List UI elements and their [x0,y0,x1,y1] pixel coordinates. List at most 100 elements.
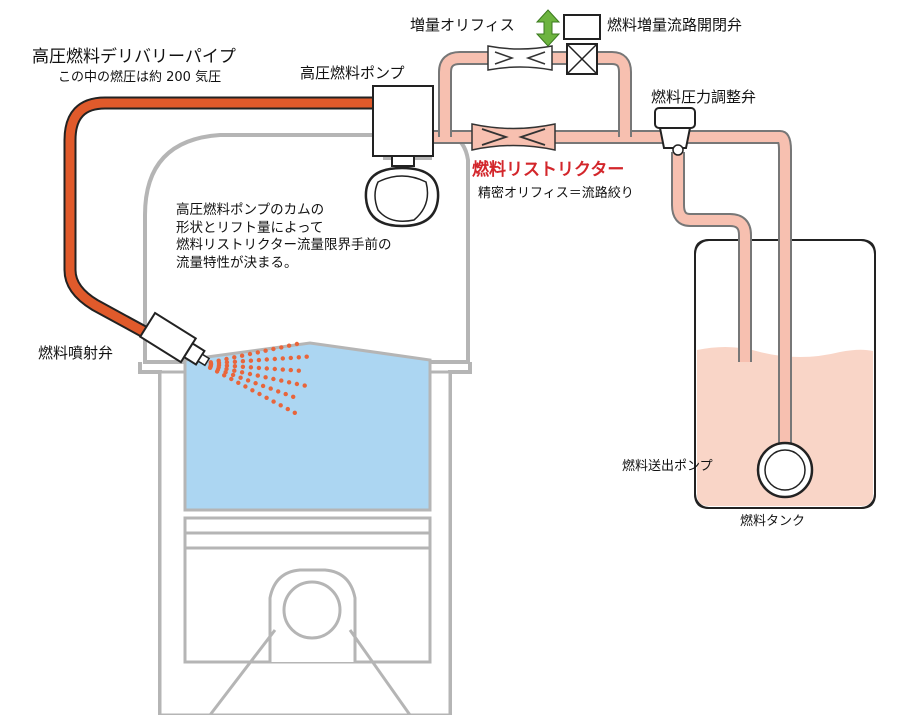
spray-droplet [296,355,301,360]
note-line: 流量特性が決まる。 [176,254,298,271]
fuel-tank-label: 燃料タンク [740,514,806,529]
hp-pump-label: 高圧燃料ポンプ [300,64,405,82]
spray-droplet [243,384,248,389]
fuel-feed-pump-inner [764,449,806,491]
injector-label: 燃料噴射弁 [38,344,114,362]
note-line: 高圧燃料ポンプのカムの [176,202,325,218]
low-pressure-pipes [432,51,792,455]
spray-droplet [236,380,241,385]
connecting-rod-right [348,629,412,715]
spray-droplet [302,383,307,388]
spray-droplet [279,345,284,350]
spray-droplet [283,391,288,397]
spray-droplet [286,343,292,348]
spray-droplet [264,366,269,371]
spray-droplet [238,375,243,380]
spray-droplet [256,365,262,371]
fuel-tank-outline-front [694,239,876,509]
fuel-spray [207,341,309,415]
fuel-injector [138,311,211,367]
spray-droplet [245,378,251,383]
spray-droplet [232,364,238,369]
spray-droplet [296,368,301,373]
spray-droplet [288,355,293,361]
spray-droplet [239,370,245,375]
high-pressure-delivery-pipe-fill [65,98,390,340]
spray-droplet [240,364,246,369]
pressure-regulator-label: 燃料圧力調整弁 [651,88,757,106]
spray-droplet [294,381,300,387]
increase-flow-valve-cross [566,43,598,75]
spray-droplet [280,356,285,361]
spray-droplet [271,346,276,352]
spray-droplet [285,406,290,412]
delivery-pipe-label: 高圧燃料デリバリーパイプ [32,47,236,67]
spray-droplet [263,348,268,353]
spray-droplet [247,351,253,357]
note-line: 形状とリフト量によって [176,219,324,236]
spray-droplet [207,365,213,370]
spray-droplet [255,373,260,378]
spray-droplet [276,389,281,394]
increase-orifice-restriction-mark [494,51,546,65]
spray-droplet [291,394,296,399]
spray-droplet [248,365,254,370]
spray-droplet [272,366,277,372]
spray-droplet [232,359,238,364]
spray-droplet [240,359,246,364]
spray-droplet [224,356,229,362]
pressure-regulator-base [658,127,692,149]
combustion-chamber [183,341,432,512]
feed-pump-label: 燃料送出ポンプ [622,459,713,474]
fuel-restrictor [471,123,556,151]
spray-droplet [263,375,268,380]
spray-droplet [229,376,234,382]
spray-droplet [224,363,230,368]
spray-droplet [224,360,230,365]
pump-cam [364,166,440,228]
cam-profile-note: 高圧燃料ポンプのカムの 形状とリフト量によって 燃料リストリクター流量限界手前の… [176,202,466,272]
spray-droplet [264,357,269,362]
pressure-regulator-body [654,107,696,129]
spray-droplet [230,372,236,378]
fuel-restrictor-restriction-mark [481,128,546,146]
restrictor-label: 燃料リストリクター [472,160,625,180]
spray-droplet [232,368,237,373]
piston-pin [282,580,342,640]
pump-cam-lobes [374,175,429,222]
spray-droplet [271,376,276,382]
spray-droplet [268,386,273,391]
spray-droplet [278,403,283,408]
connecting-rod-left [208,629,277,715]
restrictor-sub-label: 精密オリフィス＝流路絞り [478,186,634,201]
pressure-regulator-port [672,144,684,156]
spray-droplet [222,373,227,378]
note-line: 燃料リストリクター流量限界手前の [176,237,392,253]
spray-droplet [256,357,262,363]
increase-orifice [487,45,553,71]
spray-droplet [304,354,309,359]
spray-droplet [248,358,254,363]
delivery-pipe-pressure-note: この中の燃圧は約 200 気圧 [58,70,222,85]
high-pressure-pump-body [372,85,434,157]
spray-droplet [239,353,245,358]
spray-droplet [260,383,266,389]
spray-droplet [294,341,300,347]
spray-droplet [264,395,269,400]
spray-droplet [280,367,285,372]
spray-droplet [272,356,277,362]
spray-droplet [292,410,297,415]
increase-valve-label: 燃料増量流路開閉弁 [607,16,743,34]
spray-droplet [271,399,276,404]
high-pressure-pump-stem [391,155,415,167]
increase-flow-valve-actuator [563,14,601,40]
spray-droplet [253,381,258,386]
spray-droplet [257,391,262,397]
spray-droplet [255,350,260,355]
spray-droplet [288,367,293,373]
increase-orifice-label: 増量オリフィス [410,16,515,34]
spray-droplet [247,371,253,377]
spray-droplet [214,369,220,374]
spray-droplet [232,355,237,360]
